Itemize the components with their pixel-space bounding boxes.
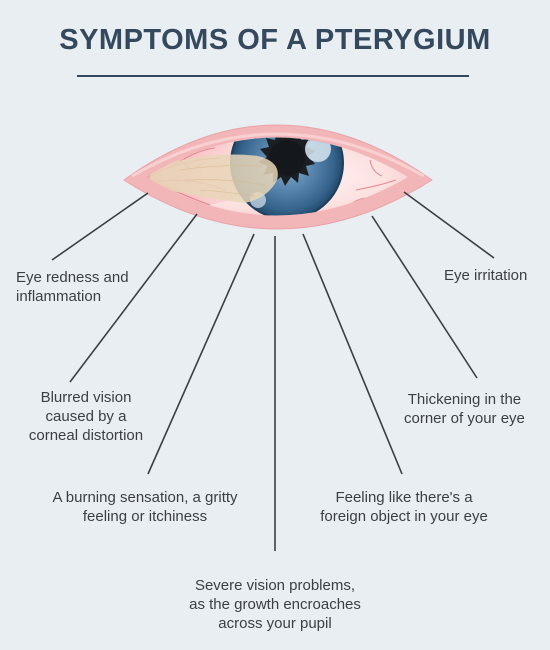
leader-thickening	[371, 215, 478, 379]
leader-lines	[51, 191, 495, 551]
symptom-foreign-object-label: Feeling like there's a foreign object in…	[320, 489, 488, 525]
symptom-redness-label: Eye redness and inflammation	[16, 269, 129, 305]
title-underline	[77, 75, 469, 77]
leader-foreign	[302, 233, 403, 475]
symptom-severe-vision-label: Severe vision problems, as the growth en…	[189, 577, 361, 632]
eyelid-crease	[131, 132, 425, 178]
symptom-burning-label: A burning sensation, a gritty feeling or…	[52, 489, 238, 525]
leader-burning	[147, 233, 255, 475]
pupil	[258, 137, 316, 186]
leader-irritation	[403, 191, 495, 259]
symptom-blurred-vision-label: Blurred vision caused by a corneal disto…	[28, 389, 144, 444]
page-title: SYMPTOMS OF A PTERYGIUM	[59, 24, 491, 56]
leader-blurred	[69, 213, 198, 383]
leader-redness	[51, 192, 149, 261]
symptom-irritation-label: Eye irritation	[444, 267, 528, 284]
symptom-thickening-label: Thickening in the corner of your eye	[404, 391, 525, 427]
pterygium-growth	[150, 154, 278, 203]
